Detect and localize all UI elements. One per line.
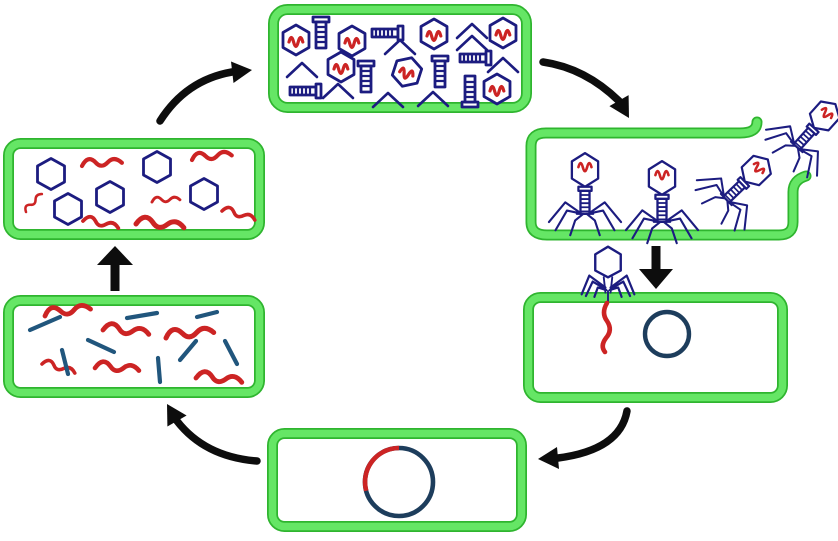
arrow-attachment-to-circularization xyxy=(538,407,631,469)
tail-tube-icon xyxy=(370,24,405,42)
host-dna-fragment xyxy=(27,314,63,333)
attached-phage-icon xyxy=(580,245,636,304)
cell-synthesis xyxy=(3,138,265,240)
cell-replication xyxy=(3,295,265,398)
empty-capsid-icon xyxy=(53,192,83,226)
arrow-replication-to-synthesis xyxy=(97,246,133,291)
tail-tube-icon xyxy=(458,49,493,67)
arrow-lysis-to-attachment xyxy=(639,246,673,289)
host-dna-fragment xyxy=(194,309,220,320)
capsid-icon xyxy=(326,50,356,84)
arrow-circularization-to-replication xyxy=(167,404,261,465)
host-dna-fragment xyxy=(177,338,199,363)
host-dna-fragment xyxy=(59,347,71,377)
phage-dna-arc xyxy=(362,445,400,492)
tail-tube-icon xyxy=(460,74,480,109)
host-dna-fragment xyxy=(124,310,160,321)
empty-capsid-icon xyxy=(142,150,172,184)
host-dna-fragment xyxy=(85,337,117,355)
capsid-icon xyxy=(482,72,512,106)
arrow-synthesis-to-assembly xyxy=(156,61,252,125)
host-dna-fragment xyxy=(155,355,163,385)
cell-lysis-release xyxy=(525,79,838,245)
empty-capsid-icon xyxy=(36,157,66,191)
tail-tube-icon xyxy=(311,15,331,50)
injected-genome xyxy=(600,300,613,355)
tail-tube-icon xyxy=(356,59,376,94)
cell-assembly xyxy=(268,4,532,113)
empty-capsid-icon xyxy=(189,177,219,211)
capsid-icon xyxy=(281,23,311,57)
arrow-assembly-to-lysis xyxy=(539,58,629,118)
tail-tube-icon xyxy=(288,82,323,100)
empty-capsid-icon xyxy=(95,180,125,214)
tail-tube-icon xyxy=(430,54,450,89)
host-chromosome xyxy=(642,309,692,359)
capsid-icon xyxy=(488,16,518,50)
capsid-icon xyxy=(419,17,449,51)
host-dna-fragment xyxy=(222,338,240,367)
cell-attachment-injection xyxy=(523,245,788,403)
cell-circularization xyxy=(267,428,527,532)
